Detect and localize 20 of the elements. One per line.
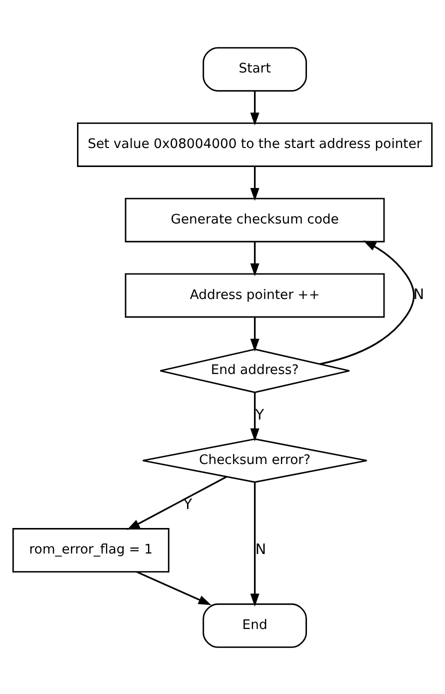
edge-label: Y [255,406,264,423]
arrow [250,166,260,200]
arrow [136,570,212,605]
node-box: Set value 0x08004000 to the start address pointer [77,122,433,166]
arrow [250,482,260,606]
arrow [250,316,260,352]
node-diamond: End address? [160,348,350,393]
node-box: rom_error_flag = 1 [12,528,170,572]
node-box: End [202,602,307,648]
arrow [126,476,228,530]
arrow [250,242,260,276]
node-diamond: Checksum error? [142,438,368,482]
arrow [320,240,415,364]
arrow [250,392,260,441]
arrow [250,90,260,126]
edge-label: N [413,286,424,303]
edge-label: N [255,542,266,558]
node-box: Generate checksum code [124,197,385,242]
node-box: Start [202,46,307,92]
node-box: Address pointer ++ [124,272,385,318]
